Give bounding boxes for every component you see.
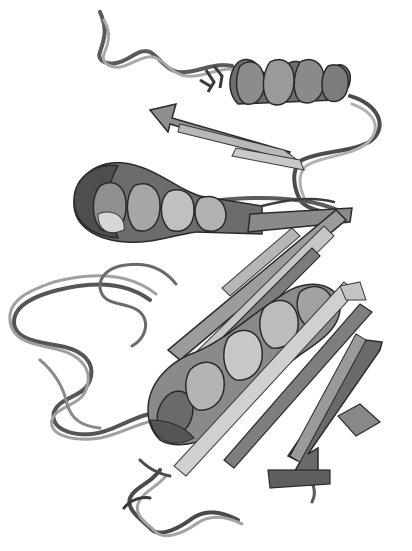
helix-top-turn-3 [294, 60, 324, 103]
helix-left [74, 163, 262, 243]
side-chain-3 [200, 80, 210, 86]
helix-left-turn-2 [127, 184, 160, 231]
helix-left-turn-3 [161, 190, 194, 231]
helix-top-turn-1 [237, 62, 265, 104]
strand-upper [150, 104, 304, 170]
helix-lower-turn-3 [224, 330, 262, 380]
helix-top-turn-2 [263, 60, 294, 105]
bottom-loop-b [137, 476, 242, 536]
strand-low-5 [338, 404, 380, 436]
strand-low-6 [268, 470, 330, 488]
helix-top-turn-4 [322, 65, 348, 101]
helix-left-turn-4 [195, 197, 226, 232]
